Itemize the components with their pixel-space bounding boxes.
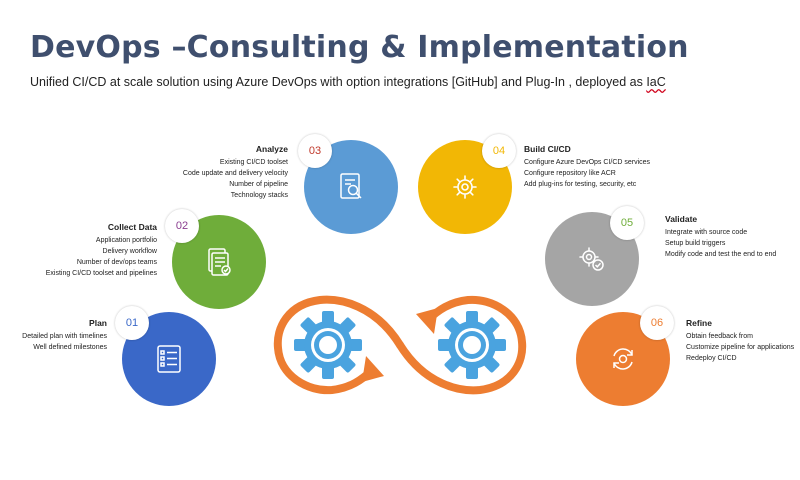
build-cicd-badge: 04: [482, 134, 516, 168]
step-number: 03: [308, 145, 322, 157]
refine-badge: 06: [640, 306, 674, 340]
step-heading: Analyze: [255, 144, 288, 154]
step-line: Delivery workflow: [102, 248, 157, 255]
step-line: Detailed plan with timelines: [22, 333, 107, 340]
step-line: Code update and delivery velocity: [182, 170, 288, 177]
step-line: Modify code and test the end to end: [665, 251, 777, 258]
step-line: Application portfolio: [95, 237, 157, 244]
document-search-icon: [337, 172, 365, 202]
page-title: DevOps –Consulting & Implementation: [30, 30, 689, 65]
subtitle-text: Unified CI/CD at scale solution using Az…: [30, 75, 647, 89]
gear-icon: [451, 173, 479, 201]
step-line: Configure Azure DevOps CI/CD services: [524, 159, 651, 166]
validate-badge: 05: [610, 206, 644, 240]
step-line: Number of pipeline: [229, 181, 288, 188]
step-number: 02: [175, 220, 189, 232]
step-line: Setup build triggers: [665, 240, 726, 247]
step-heading: Refine: [686, 318, 712, 328]
document-check-icon: [205, 247, 233, 277]
step-line: Customize pipeline for applications: [686, 344, 795, 351]
gear-check-icon: [577, 244, 607, 274]
validate-text: Validate Integrate with source code Setu…: [665, 214, 776, 260]
step-line: Configure repository like ACR: [524, 170, 616, 177]
step-heading: Validate: [665, 214, 698, 224]
step-line: Existing CI/CD toolset: [219, 159, 288, 166]
step-line: Obtain feedback from: [686, 333, 753, 340]
step-line: Add plug-ins for testing, security, etc: [524, 181, 637, 188]
step-line: Existing CI/CD toolset and pipelines: [45, 270, 157, 277]
step-line: Technology stacks: [230, 192, 288, 199]
step-heading: Build CI/CD: [524, 144, 571, 154]
plan-text: Plan Detailed plan with timelines Well d…: [22, 318, 107, 353]
step-line: Redeploy CI/CD: [686, 355, 737, 362]
step-line: Integrate with source code: [665, 229, 748, 236]
analyze-text: Analyze Existing CI/CD toolset Code upda…: [183, 144, 288, 201]
collect-data-text: Collect Data Application portfolio Deliv…: [46, 222, 157, 279]
checklist-icon: [156, 344, 182, 374]
step-number: 06: [650, 317, 664, 329]
page-subtitle: Unified CI/CD at scale solution using Az…: [30, 75, 666, 89]
step-number: 04: [492, 145, 506, 157]
step-heading: Plan: [89, 318, 107, 328]
refresh-gear-icon: [608, 344, 638, 374]
build-cicd-text: Build CI/CD Configure Azure DevOps CI/CD…: [524, 144, 650, 190]
plan-badge: 01: [115, 306, 149, 340]
step-number: 05: [620, 217, 634, 229]
collect-data-badge: 02: [165, 209, 199, 243]
step-line: Number of dev/ops teams: [76, 259, 157, 266]
analyze-badge: 03: [298, 134, 332, 168]
step-line: Well defined milestones: [33, 344, 107, 351]
refine-text: Refine Obtain feedback from Customize pi…: [686, 318, 794, 364]
infinity-gears-icon: [270, 290, 530, 400]
subtitle-iac: IaC: [646, 75, 666, 89]
step-number: 01: [125, 317, 139, 329]
step-heading: Collect Data: [107, 222, 157, 232]
